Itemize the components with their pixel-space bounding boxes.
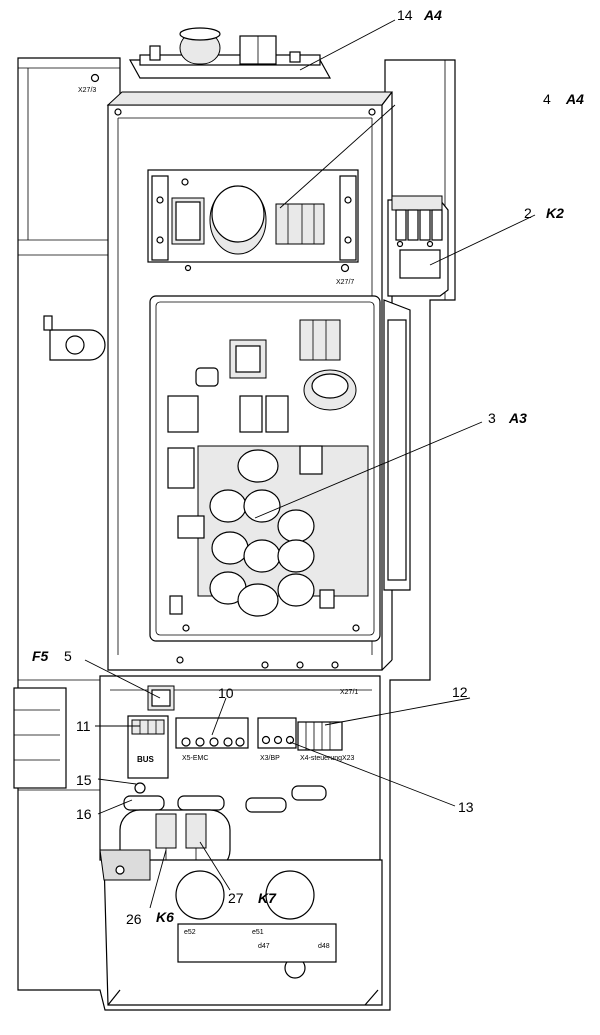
callout-5: F5 5	[32, 648, 72, 664]
label-x5: X5-EMC	[182, 755, 208, 762]
top-filter-module	[90, 27, 332, 83]
callout-13: 13	[458, 799, 474, 815]
terminal-strip-x4	[297, 721, 343, 751]
callout-14: 14 A4	[397, 7, 442, 23]
label-x27-1: X27/1	[340, 689, 358, 696]
callout-number: 27	[228, 890, 244, 906]
callout-number: 16	[76, 806, 92, 822]
label-d48: d48	[318, 943, 330, 950]
callout-number: 11	[76, 718, 91, 734]
callout-number: 15	[76, 772, 92, 788]
callout-4: 4 A4	[543, 91, 584, 107]
callout-number: 2	[524, 205, 532, 221]
callout-designation: F5	[32, 648, 49, 664]
callout-designation: K6	[156, 909, 174, 925]
label-x4: X4-steuerung	[300, 755, 342, 762]
bus-module: BUS	[127, 715, 169, 794]
terminal-strip-x5	[175, 717, 249, 749]
callout-designation: A3	[508, 410, 527, 426]
callout-26: 26 K6	[126, 909, 174, 927]
label-x27-7: X27/7	[336, 279, 354, 286]
label-x3: X3/BP	[260, 755, 280, 762]
callout-15: 15	[76, 772, 92, 788]
callout-number: 12	[452, 684, 468, 700]
callout-designation: K7	[258, 890, 277, 906]
callout-11: 11	[76, 718, 91, 734]
callout-3: 3 A3	[488, 410, 527, 426]
cable-clamps	[123, 785, 327, 813]
label-x23: X23	[342, 755, 355, 762]
cable-duct-right	[383, 299, 411, 591]
callout-number: 5	[64, 648, 72, 664]
callout-2: 2 K2	[524, 205, 564, 221]
label-bus: BUS	[137, 755, 155, 764]
leader-lines	[84, 19, 536, 909]
bottom-gland-plate: e52 e51 d47 d48	[99, 849, 383, 1006]
callout-designation: A4	[565, 91, 584, 107]
label-e51: e51	[252, 929, 264, 936]
terminal-labels: X27/3 X27/7 X27/1 X23 X5-EMC X3/BP X4-st…	[78, 87, 358, 762]
callout-designation: K2	[546, 205, 564, 221]
callout-16: 16	[76, 806, 92, 822]
callout-number: 14	[397, 7, 413, 23]
contactor-k2	[387, 195, 449, 297]
callout-number: 13	[458, 799, 474, 815]
fuse-f5	[147, 685, 175, 711]
label-x27-3: X27/3	[78, 87, 96, 94]
callout-12: 12	[452, 684, 468, 700]
callout-number: 10	[218, 685, 234, 701]
callout-number: 26	[126, 911, 142, 927]
terminal-strip-x3	[257, 717, 297, 749]
power-board	[149, 295, 381, 642]
callout-number: 3	[488, 410, 496, 426]
callout-10: 10	[218, 685, 234, 701]
filter-board	[147, 169, 359, 273]
callout-designation: A4	[423, 7, 442, 23]
callout-number: 4	[543, 91, 551, 107]
label-d47: d47	[258, 943, 270, 950]
label-e52: e52	[184, 929, 196, 936]
callout-27: 27 K7	[228, 890, 277, 906]
